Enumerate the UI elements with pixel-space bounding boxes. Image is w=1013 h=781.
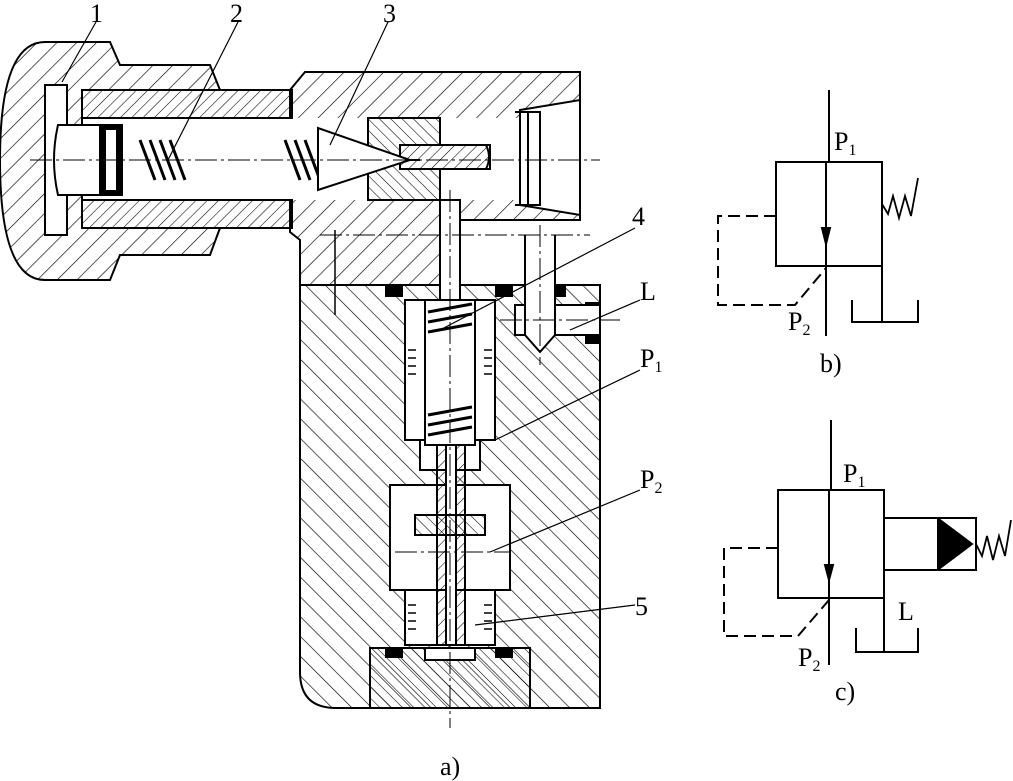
callout-5: 5	[635, 592, 648, 621]
valve-box-b	[775, 161, 883, 267]
pilot-line-b	[717, 215, 827, 306]
drain-tank-c	[855, 628, 919, 653]
callout-3: 3	[383, 0, 396, 28]
callout-4: 4	[632, 202, 645, 231]
caption-c: c)	[835, 677, 855, 706]
pilot-triangle-c	[939, 518, 974, 570]
callout-1: 1	[90, 0, 103, 28]
callout-2: 2	[230, 0, 243, 28]
spring-b	[881, 177, 919, 222]
spring-c	[975, 519, 1012, 561]
port-a-L: L	[640, 277, 656, 306]
caption-a: a)	[440, 752, 460, 781]
port-a-P2: P2	[640, 465, 662, 497]
port-b-P1: P1	[834, 127, 856, 159]
port-c-P2: P2	[798, 643, 820, 675]
pilot-poppet-3	[317, 126, 414, 192]
valve-box-c	[777, 489, 885, 599]
caption-b: b)	[820, 349, 842, 378]
figure-c-symbol	[723, 420, 1012, 665]
figure-b-symbol	[717, 90, 919, 336]
port-c-P1: P1	[843, 459, 865, 491]
pilot-line-c	[723, 547, 830, 637]
drain-tank-b	[851, 300, 919, 323]
port-b-P2: P2	[788, 307, 810, 339]
figure-a-section	[0, 21, 641, 728]
port-a-P1: P1	[640, 344, 662, 376]
port-c-L: L	[898, 597, 914, 626]
